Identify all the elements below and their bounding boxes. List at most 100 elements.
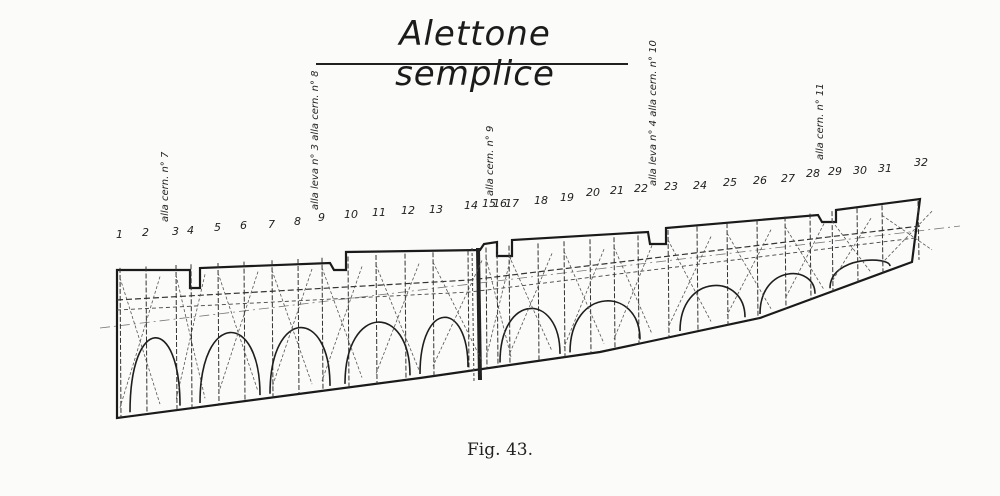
rib-number: 24 xyxy=(693,179,707,192)
brace-line xyxy=(563,249,605,348)
brace-line xyxy=(217,271,259,395)
lightening-hole-arch xyxy=(679,284,746,332)
rib-line xyxy=(589,239,592,354)
rib-number: 3 xyxy=(172,225,179,238)
rib-line xyxy=(321,257,324,391)
lightening-hole-arch xyxy=(419,316,469,375)
figure-title: Alettone semplice xyxy=(395,14,555,94)
rib-line xyxy=(175,265,178,411)
brace-line xyxy=(831,220,872,273)
diagonal-braces xyxy=(119,210,933,408)
rib-line xyxy=(613,237,616,350)
brace-line xyxy=(271,268,313,388)
brace-line xyxy=(217,272,259,392)
rib-lines xyxy=(119,201,920,418)
rib-line xyxy=(271,260,274,398)
rib-line xyxy=(243,261,246,402)
rib-number: 15 xyxy=(482,197,496,210)
lightening-hole-arch xyxy=(344,321,411,384)
rib-line xyxy=(856,208,859,283)
rib-number: 8 xyxy=(294,215,301,228)
brace-line xyxy=(881,214,933,251)
rib-number: 13 xyxy=(429,203,443,216)
rib-number: 32 xyxy=(914,156,928,169)
hinge-post-edge xyxy=(471,247,475,383)
rib-number: 10 xyxy=(344,208,358,221)
brace-line xyxy=(726,229,772,316)
rib-number: 14 xyxy=(464,199,478,212)
brace-line xyxy=(175,274,206,401)
lightening-hole-arch xyxy=(129,337,181,413)
rib-number: 11 xyxy=(372,206,386,219)
brace-line xyxy=(613,247,653,335)
rib-line xyxy=(809,213,812,300)
title-underline xyxy=(316,63,628,65)
rib-number: 4 xyxy=(187,224,194,237)
rib-number: 12 xyxy=(401,204,415,217)
center-line xyxy=(99,225,961,329)
rib-number: 23 xyxy=(664,180,678,193)
rib-number: 18 xyxy=(534,194,548,207)
brace-line xyxy=(175,274,206,399)
lightening-hole-arch xyxy=(569,300,641,353)
rib-number: 31 xyxy=(878,162,892,175)
rib-number: 5 xyxy=(214,221,221,234)
rib-number: 21 xyxy=(610,184,624,197)
rib-number: 27 xyxy=(781,172,795,185)
brace-line xyxy=(667,236,712,328)
lightening-hole-arch xyxy=(269,326,331,394)
brace-line xyxy=(375,264,420,371)
rib-number: 20 xyxy=(586,186,600,199)
rib-line xyxy=(726,223,729,326)
spar-line-lower xyxy=(116,237,916,311)
rib-number: 9 xyxy=(318,211,325,224)
rib-line xyxy=(917,201,920,260)
rib-line xyxy=(637,235,640,344)
rib-line xyxy=(537,243,540,362)
rib-line xyxy=(563,241,566,358)
hinge-label: alla cern. n° 7 xyxy=(160,151,171,222)
rib-line xyxy=(347,256,350,388)
brace-line xyxy=(321,267,363,378)
brace-line xyxy=(726,232,772,309)
brace-line xyxy=(508,255,553,352)
brace-line xyxy=(432,260,483,367)
rib-line xyxy=(217,262,220,405)
rib-number: 25 xyxy=(723,176,737,189)
rib-line xyxy=(756,219,759,319)
rib-number: 17 xyxy=(505,197,519,210)
rib-line xyxy=(375,255,378,384)
brace-line xyxy=(432,262,483,362)
aileron-outline xyxy=(115,197,922,420)
rib-line xyxy=(119,267,122,418)
rib-line xyxy=(404,253,407,380)
brace-line xyxy=(321,266,363,382)
rib-number: 1 xyxy=(116,228,123,241)
rib-number: 28 xyxy=(806,167,820,180)
brace-line xyxy=(784,226,825,290)
rib-line xyxy=(508,245,511,366)
brace-line xyxy=(667,239,712,322)
rib-number: 19 xyxy=(560,191,574,204)
brace-line xyxy=(784,223,825,299)
hinge-label: alla leva n° 4 alla cern. n° 10 xyxy=(648,40,659,186)
rib-line xyxy=(432,252,435,377)
rib-number: 30 xyxy=(853,164,867,177)
rib-line xyxy=(696,226,699,332)
lightening-hole-arch xyxy=(759,272,816,315)
rib-line xyxy=(496,246,499,367)
rib-line xyxy=(467,250,470,372)
brace-line xyxy=(831,217,872,282)
rib-number: 29 xyxy=(828,165,842,178)
brace-line xyxy=(485,256,512,359)
brace-line xyxy=(613,245,653,340)
hinge-label: alla leva n° 3 alla cern. n° 8 xyxy=(310,70,321,210)
rib-number: 7 xyxy=(268,218,275,231)
hinge-label: alla cern. n° 9 xyxy=(485,126,496,196)
lightening-holes xyxy=(129,259,891,413)
lightening-hole-arch xyxy=(499,307,561,363)
hinge-label: alla cern. n° 11 xyxy=(815,83,826,160)
